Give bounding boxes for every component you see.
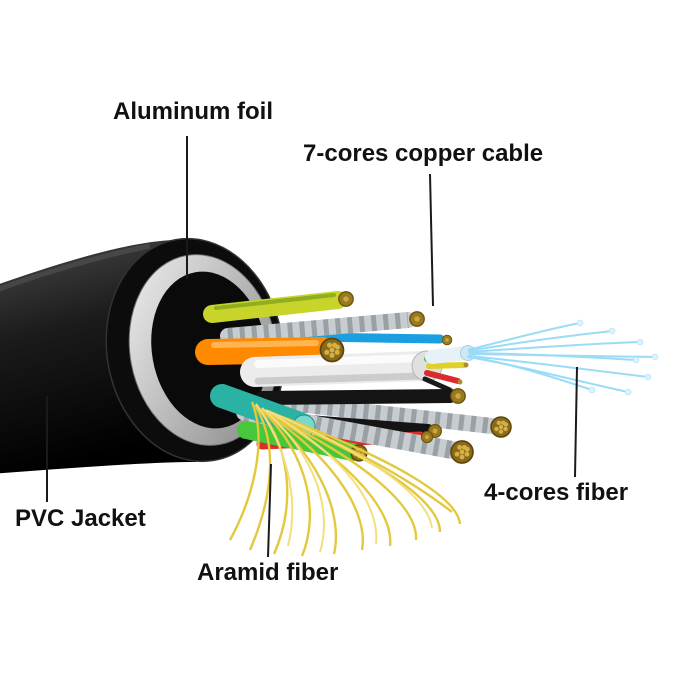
leader-line-fiber-cores [574, 366, 578, 478]
multicore-sheath [240, 351, 440, 387]
label-fiber-cores: 4-cores fiber [484, 479, 629, 506]
copper-tip [441, 334, 453, 346]
label-aluminum-foil: Aluminum foil [113, 98, 273, 125]
leader-line-copper-cable [429, 173, 434, 307]
fiber-strand [467, 356, 629, 393]
aramid-fiber-strands [228, 401, 462, 557]
fiber-strands [466, 322, 656, 393]
aramid-fiber-strands-light [255, 403, 433, 553]
aramid-strand [269, 411, 433, 529]
jacket-highlight [0, 243, 151, 292]
copper-tip [409, 311, 425, 327]
aramid-strand [255, 403, 294, 547]
wire-black-1 [255, 389, 457, 405]
wire-orange-highlight [211, 340, 319, 348]
label-pvc-jacket: PVC Jacket [15, 505, 146, 532]
leader-line-aramid-fiber [267, 463, 272, 558]
aramid-strand [266, 411, 392, 547]
copper-tip [338, 291, 354, 307]
label-copper-cable: 7-cores copper cable [303, 140, 544, 167]
lower-wires [210, 384, 500, 461]
wire-yellowgreen-stripe [214, 293, 336, 310]
label-aramid-fiber: Aramid fiber [197, 559, 339, 586]
copper-stranded-tip [319, 337, 345, 363]
aramid-strand [264, 411, 364, 551]
fiber-strand [467, 322, 581, 351]
wire-yellowgreen [203, 291, 347, 323]
multicore-shade [254, 372, 424, 385]
copper-stranded-tip [490, 416, 512, 438]
wire-green [237, 421, 361, 461]
fiber-strand [468, 355, 649, 378]
fiber-strand [466, 355, 593, 391]
upper-wires [195, 291, 445, 365]
aramid-strand [265, 409, 378, 545]
copper-tip [450, 388, 466, 404]
multicore-highlight [254, 354, 424, 368]
wire-silver-a [220, 312, 416, 344]
copper-tip [420, 430, 434, 444]
lead-red [424, 370, 461, 384]
aramid-strand [268, 412, 418, 541]
aramid-strand [271, 411, 462, 525]
aramid-strand [248, 404, 272, 551]
multicore-cable [240, 345, 476, 394]
aramid-strand [228, 401, 260, 541]
aramid-strand [260, 408, 311, 557]
wire-silver-c [272, 394, 500, 434]
fiber-strand [467, 330, 613, 352]
fiber-strand [467, 341, 641, 353]
lead-yellow [426, 362, 467, 369]
lead-black [422, 376, 453, 393]
copper-stranded-tip [450, 440, 474, 464]
fiber-strand-tips [576, 319, 659, 396]
aramid-strand [270, 412, 442, 533]
wire-orange [195, 337, 335, 365]
aramid-strand [261, 407, 325, 553]
leader-lines [46, 136, 578, 558]
fiber-strand [468, 352, 637, 361]
